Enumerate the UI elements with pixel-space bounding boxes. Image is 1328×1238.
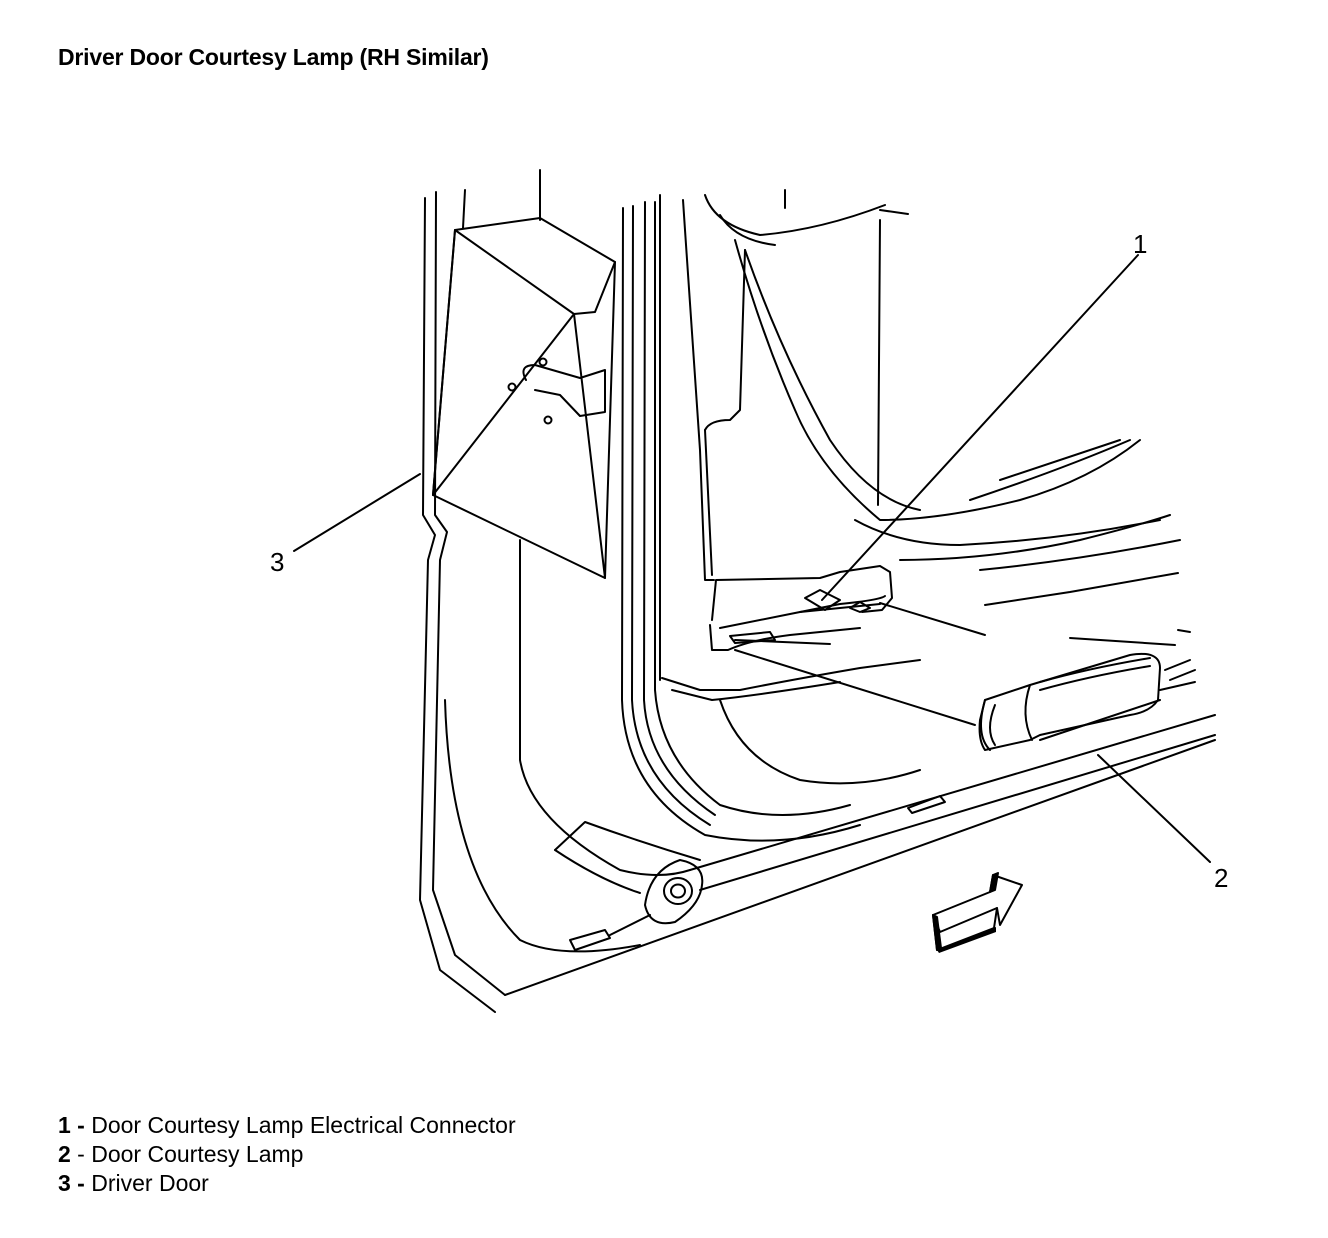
legend-number: 2: [58, 1141, 71, 1167]
door-frame: [621, 189, 1181, 842]
door-courtesy-lamp: [978, 652, 1161, 751]
door-latch: [432, 217, 616, 579]
driver-door: [419, 169, 691, 1013]
leader-line-3: [293, 473, 421, 552]
door-sill: [661, 565, 1196, 785]
callout-3: 3: [270, 547, 284, 577]
diagram-title: Driver Door Courtesy Lamp (RH Similar): [58, 44, 489, 70]
legend-number: 3 -: [58, 1170, 85, 1196]
leader-line-1: [821, 254, 1139, 601]
legend-label: - Door Courtesy Lamp: [70, 1141, 304, 1167]
leader-line-2: [1097, 754, 1211, 863]
legend-label: Door Courtesy Lamp Electrical Connector: [84, 1112, 516, 1138]
legend-item-1: 1 - Door Courtesy Lamp Electrical Connec…: [58, 1111, 516, 1140]
legend-item-2: 2 - Door Courtesy Lamp: [58, 1140, 516, 1169]
legend-label: Driver Door: [84, 1170, 209, 1196]
callout-1: 1: [1133, 229, 1147, 259]
legend-item-3: 3 - Driver Door: [58, 1169, 516, 1198]
legend: 1 - Door Courtesy Lamp Electrical Connec…: [58, 1111, 516, 1198]
rocker-panel: [504, 714, 1216, 996]
legend-number: 1 -: [58, 1112, 85, 1138]
callout-2: 2: [1214, 863, 1228, 893]
forward-arrow-icon: [932, 872, 1023, 953]
